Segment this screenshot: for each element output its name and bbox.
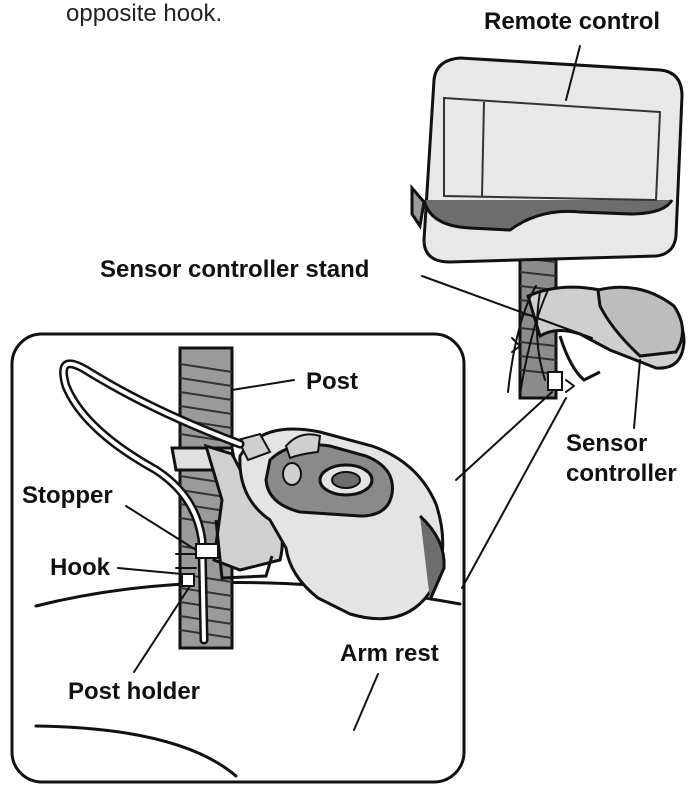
label-remote-control: Remote control	[484, 8, 661, 35]
leader-lines-detail	[117, 379, 379, 731]
detail-illustration	[34, 346, 462, 778]
label-sensor-controller-line1: Sensor	[566, 430, 648, 457]
label-post-holder: Post holder	[68, 678, 201, 705]
label-hook: Hook	[50, 554, 110, 581]
remote-control-illustration	[410, 56, 686, 400]
label-sensor-controller-stand: Sensor controller stand	[100, 256, 370, 283]
label-post: Post	[306, 368, 359, 395]
instruction-text-fragment: opposite hook.	[66, 0, 223, 27]
label-sensor-controller-line2: controller	[566, 460, 677, 487]
label-arm-rest: Arm rest	[340, 640, 439, 667]
leader-lines-upper	[421, 45, 641, 429]
label-stopper: Stopper	[22, 482, 113, 509]
